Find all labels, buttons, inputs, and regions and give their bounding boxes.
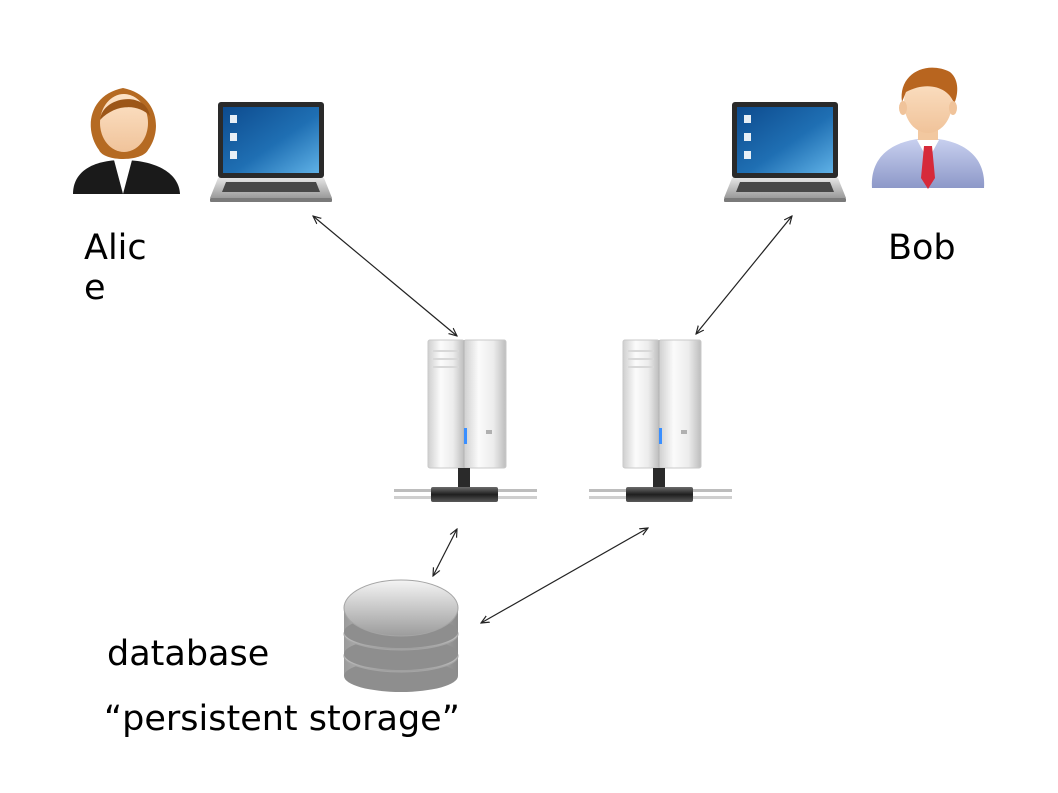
laptop-icon	[210, 102, 332, 202]
server-tower-icon	[394, 339, 537, 502]
bob-label: Bob	[888, 228, 956, 268]
server-tower-icon	[589, 339, 732, 502]
arrow-server2-database	[481, 528, 648, 623]
arrow-server1-database	[433, 529, 457, 576]
bob-icon	[871, 67, 985, 189]
arrow-bob-laptop-server2	[696, 216, 792, 334]
alice-label: Alice	[84, 228, 147, 308]
laptop-icon	[724, 102, 846, 202]
database-label: database	[107, 634, 270, 674]
database-icon	[343, 579, 459, 692]
persistent-storage-label: “persistent storage”	[104, 699, 460, 739]
alice-icon	[73, 88, 180, 194]
arrow-alice-laptop-server1	[313, 216, 457, 336]
